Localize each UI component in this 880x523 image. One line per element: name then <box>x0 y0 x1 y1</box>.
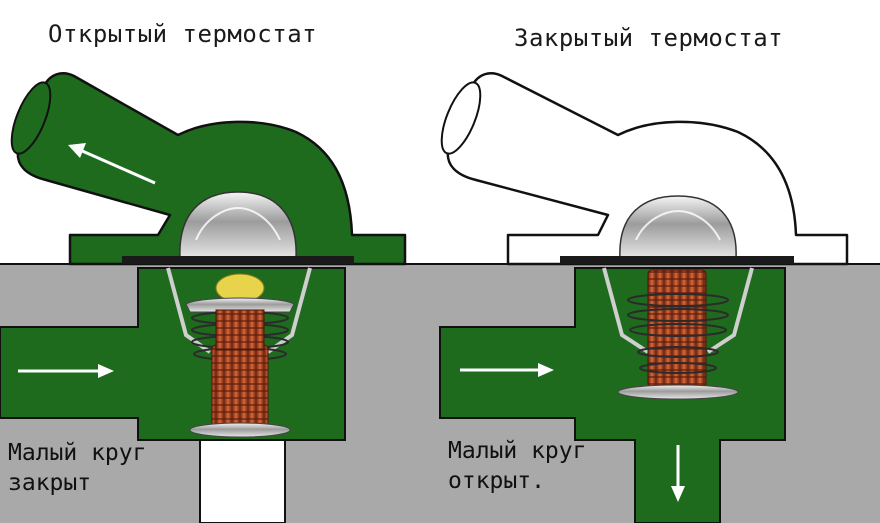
closed-bottom-plate <box>617 384 739 400</box>
open-upper-coil <box>215 309 265 351</box>
open-dome <box>179 191 297 259</box>
open-inlet-arrowhead <box>98 364 114 378</box>
open-note-line1: Малый круг <box>8 440 147 466</box>
open-dome-highlight <box>195 206 281 241</box>
open-outlet-arrow <box>79 148 156 185</box>
closed-note-line1: Малый круг <box>448 438 587 464</box>
open-small-circuit-channel <box>199 439 286 523</box>
closed-copper-coil <box>647 269 707 389</box>
closed-housing <box>446 72 849 266</box>
closed-frame-right <box>706 267 754 354</box>
open-thermostat <box>0 72 407 523</box>
closed-flange <box>560 256 794 264</box>
closed-frame-left <box>602 267 650 354</box>
closed-spring <box>627 293 729 374</box>
closed-dome <box>619 195 737 259</box>
open-copper-coil <box>211 344 269 428</box>
closed-dome-highlight <box>635 209 721 241</box>
closed-inlet-arrowhead <box>538 363 554 377</box>
open-small-circuit-label: Малый круг закрыт <box>8 438 146 498</box>
closed-thermostat-title: Закрытый термостат <box>514 24 784 52</box>
closed-note-line2: открыт. <box>448 468 545 494</box>
open-thermostat-title: Открытый термостат <box>48 20 318 48</box>
open-flange <box>122 256 354 264</box>
open-outlet-arrowhead <box>68 143 86 158</box>
open-bottom-seal <box>189 422 291 438</box>
closed-pipe-mouth <box>440 81 482 155</box>
closed-down-arrowhead <box>671 486 685 502</box>
open-pipe-mouth <box>10 81 52 155</box>
closed-thermostat <box>439 72 849 523</box>
open-valve-plate <box>185 297 295 313</box>
closed-small-circuit-label: Малый круг открыт. <box>448 436 586 496</box>
open-housing <box>16 72 407 266</box>
open-note-line2: закрыт <box>8 470 92 496</box>
